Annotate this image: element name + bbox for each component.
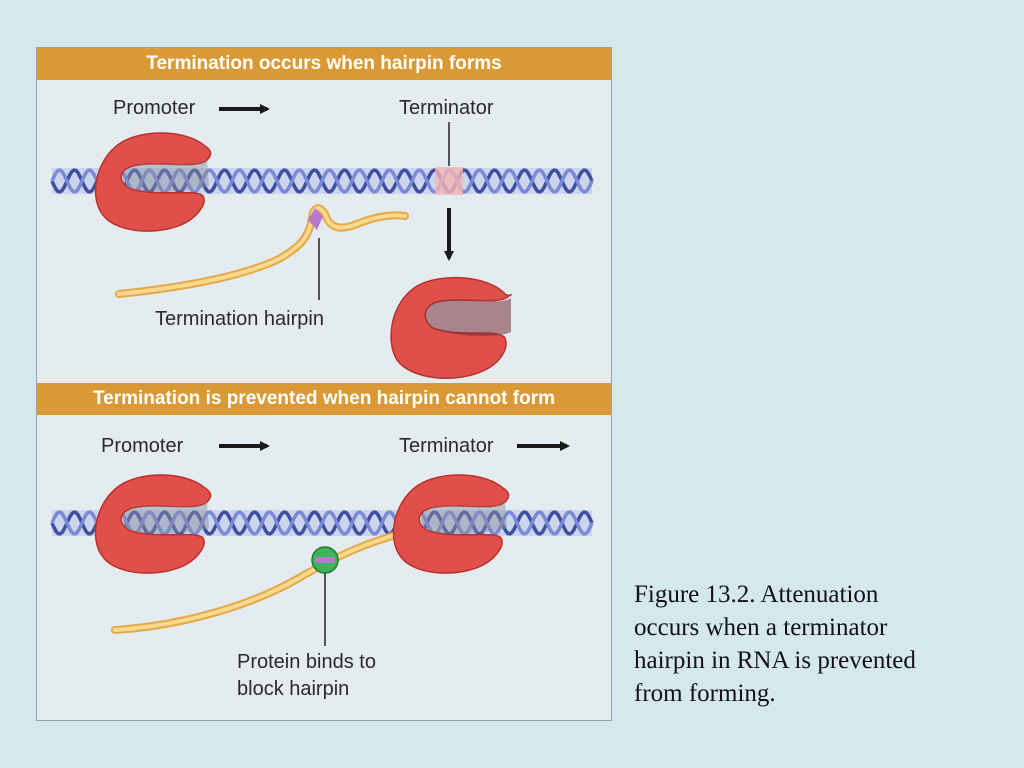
caption-line-2: occurs when a terminator <box>634 614 888 641</box>
rna-polymerase-bottom-left <box>94 474 212 574</box>
termination-hairpin-mark <box>308 208 323 230</box>
rna-polymerase-bottom-right <box>392 474 510 574</box>
rna-transcript-bottom <box>111 528 411 634</box>
panel-title-bottom: Termination is prevented when hairpin ca… <box>37 383 611 415</box>
termination-hairpin-label: Termination hairpin <box>155 308 324 330</box>
figure-caption: Figure 13.2. Attenuation occurs when a t… <box>634 578 994 710</box>
caption-line-1: Figure 13.2. Attenuation <box>634 581 879 608</box>
terminator-label-bottom: Terminator <box>399 435 494 457</box>
figure-panel: Termination occurs when hairpin forms Te… <box>36 47 612 721</box>
rna-polymerase-released <box>390 276 512 379</box>
caption-line-4: from forming. <box>634 680 776 707</box>
protein-label-line1: Protein binds to <box>237 651 376 673</box>
promoter-label-top: Promoter <box>113 97 196 119</box>
terminator-site-top <box>435 167 463 195</box>
terminator-label-top: Terminator <box>399 97 494 119</box>
blocking-protein <box>311 546 339 574</box>
caption-line-3: hairpin in RNA is prevented <box>634 647 916 674</box>
panel-title-top: Termination occurs when hairpin forms <box>37 48 611 80</box>
promoter-label-bottom: Promoter <box>101 435 184 457</box>
rna-polymerase-top-left <box>94 132 212 232</box>
dna-helix-top <box>50 168 594 194</box>
diagram-canvas <box>50 104 594 646</box>
dna-helix-bottom <box>50 510 594 536</box>
protein-label-line2: block hairpin <box>237 678 350 700</box>
